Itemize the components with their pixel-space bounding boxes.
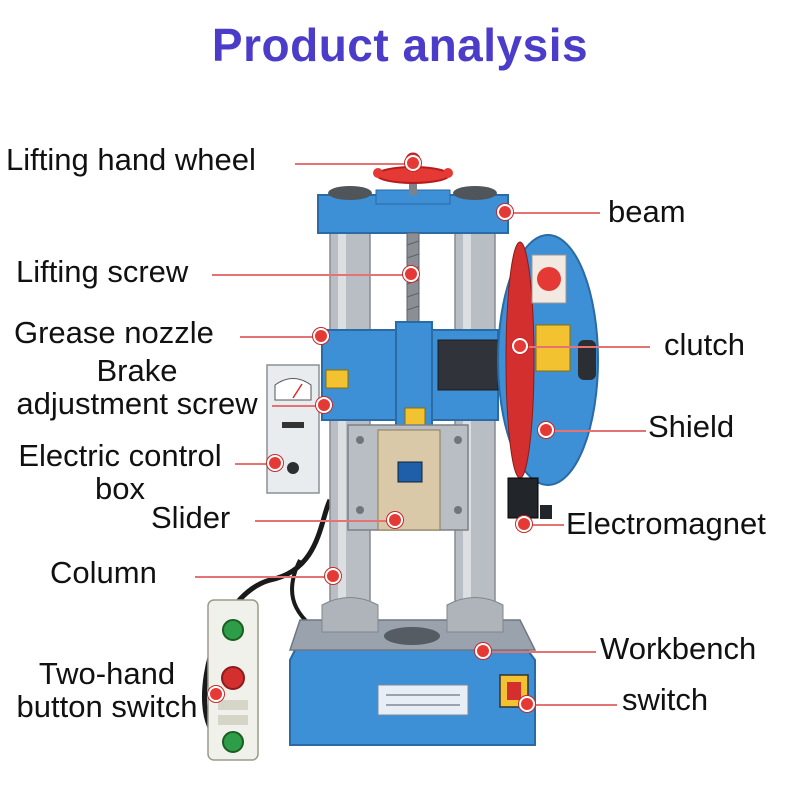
- callout-dot-electromagnet: [516, 516, 532, 532]
- callout-dot-hand-wheel: [405, 155, 421, 171]
- nameplate: [377, 684, 469, 716]
- callout-dot-clutch: [512, 338, 528, 354]
- label-switch: switch: [622, 682, 709, 717]
- label-brake-adjustment-screw: Brake adjustment screw: [4, 353, 270, 421]
- crank-housing: [437, 339, 499, 391]
- callout-dot-beam: [497, 204, 513, 220]
- callout-dot-control-box: [267, 455, 283, 471]
- label-electromagnet: Electromagnet: [566, 506, 766, 541]
- label-column: Column: [50, 555, 157, 590]
- callout-dot-switch: [519, 696, 535, 712]
- label-control-box-line-1: Electric control: [18, 438, 222, 473]
- label-two-hand-button-switch: Two-hand button switch: [4, 656, 210, 724]
- label-two-hand-line-1: Two-hand: [38, 656, 176, 691]
- callout-dot-column: [325, 568, 341, 584]
- label-control-box-line-2: box: [95, 470, 145, 506]
- label-slider: Slider: [151, 500, 231, 535]
- label-two-hand-line-2: button switch: [16, 688, 198, 724]
- callout-dot-shield: [538, 422, 554, 438]
- label-lifting-hand-wheel: Lifting hand wheel: [6, 142, 256, 177]
- callout-dot-slider: [387, 512, 403, 528]
- label-brake-line-2: adjustment screw: [16, 385, 258, 421]
- callout-dot-brake-screw: [316, 397, 332, 413]
- callout-dot-two-hand: [208, 686, 224, 702]
- label-workbench: Workbench: [600, 631, 757, 666]
- label-grease-nozzle: Grease nozzle: [14, 315, 214, 350]
- callout-dot-lifting-screw: [403, 266, 419, 282]
- label-shield: Shield: [648, 409, 735, 444]
- electromagnet-unit: [507, 477, 539, 519]
- label-beam: beam: [608, 194, 686, 229]
- label-electric-control-box: Electric control box: [6, 438, 234, 506]
- label-brake-line-1: Brake: [96, 353, 178, 388]
- callout-dot-workbench: [475, 643, 491, 659]
- callout-dot-grease-nozzle: [313, 328, 329, 344]
- label-lifting-screw: Lifting screw: [16, 254, 189, 289]
- page-title: Product analysis: [211, 19, 589, 71]
- label-clutch: clutch: [664, 327, 745, 362]
- workbench-hole: [384, 627, 440, 645]
